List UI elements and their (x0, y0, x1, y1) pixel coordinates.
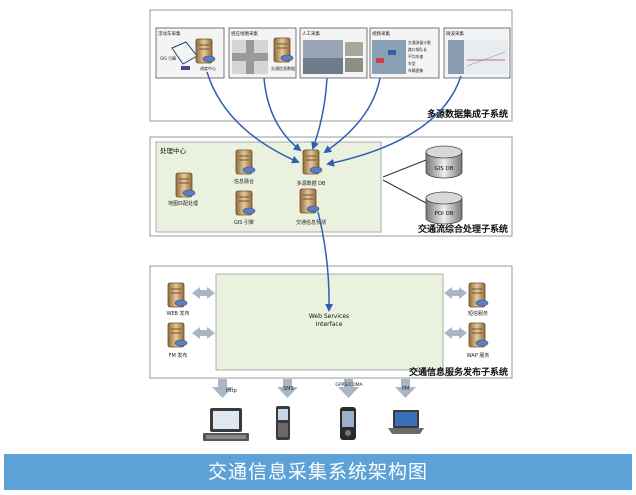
svg-text:调度中心: 调度中心 (200, 65, 216, 71)
node-gis-engine: GIS 引擎 (234, 190, 256, 226)
processing-center-panel (155, 141, 382, 233)
publish-layer-title: 交通信息服务发布子系统 (409, 366, 508, 378)
channel-label: GPRS/CDMA (335, 382, 363, 388)
collection-layer-title: 多源数据集成子系统 (427, 108, 508, 120)
svg-text:微波采集: 微波采集 (446, 30, 464, 37)
node-fm-publish: FM 发布 (167, 322, 188, 359)
channel-http: Http (212, 379, 237, 398)
node-multisource-db: 多源数据 DB (297, 149, 326, 187)
svg-text:FM 发布: FM 发布 (169, 352, 188, 359)
flow-manual-to-db (311, 77, 328, 150)
svg-text:视频采集: 视频采集 (372, 30, 390, 37)
channel-pm: PM (395, 379, 416, 398)
node-wap-service: WAP 服务 (467, 322, 490, 359)
gis-db-icon: GIS DB (425, 145, 463, 179)
flow-floating-car-to-db (206, 71, 300, 164)
svg-text:交通流量计数: 交通流量计数 (408, 40, 431, 45)
svg-text:WAP 服务: WAP 服务 (467, 352, 490, 359)
source-video: 视频采集 交通流量计数 路口排队长 平均车速 车型 车辆图像 (369, 27, 440, 79)
svg-text:GIS 引擎: GIS 引擎 (234, 219, 254, 226)
processing-center-label: 处理中心 (160, 146, 187, 155)
svg-text:交通信息数据: 交通信息数据 (271, 65, 295, 71)
poi-db-label: POI DB (434, 211, 453, 217)
link-gis-db (382, 159, 427, 178)
link-poi-db (382, 179, 427, 204)
web-services-label-2: Interface (316, 321, 343, 328)
svg-text:GIS 引擎: GIS 引擎 (160, 55, 176, 61)
gis-db-label: GIS DB (434, 166, 453, 172)
svg-text:短信服务: 短信服务 (468, 310, 488, 317)
flow-loop-to-db (263, 77, 302, 152)
svg-text:多源数据 DB: 多源数据 DB (297, 180, 326, 187)
svg-text:感应线圈采集: 感应线圈采集 (231, 30, 258, 37)
side-arrow-fm (192, 327, 215, 339)
channel-label: Http (226, 388, 237, 394)
channel-label: SMS (283, 386, 294, 392)
desktop-computer-icon (203, 408, 249, 441)
channel-sms: SMS (277, 379, 298, 398)
svg-text:地图匹配处理: 地图匹配处理 (168, 200, 198, 207)
flow-video-to-db (323, 77, 381, 154)
processing-layer-title: 交通流综合处理子系统 (418, 223, 508, 235)
source-loop-detector: 感应线圈采集 交通信息数据 (228, 27, 297, 79)
mobile-phone-icon (276, 406, 290, 440)
svg-text:平均车速: 平均车速 (408, 54, 423, 59)
node-info-fusion: 信息融合 (234, 149, 256, 185)
svg-text:人工采集: 人工采集 (302, 30, 320, 37)
flow-arrows (206, 71, 462, 312)
source-manual: 人工采集 (299, 27, 368, 79)
node-sms-service: 短信服务 (468, 282, 489, 317)
svg-text:信息融合: 信息融合 (234, 178, 254, 185)
laptop-icon (388, 410, 424, 434)
side-arrow-web (192, 287, 215, 299)
svg-text:车辆图像: 车辆图像 (408, 68, 423, 73)
svg-text:车型: 车型 (408, 61, 416, 66)
svg-text:WEB 发布: WEB 发布 (166, 310, 189, 317)
side-arrow-sms (444, 287, 467, 299)
channel-gprs-cdma: GPRS/CDMA (335, 379, 364, 398)
source-microwave: 微波采集 (443, 27, 511, 79)
svg-text:路口排队长: 路口排队长 (408, 47, 427, 52)
svg-text:交通信息预测: 交通信息预测 (296, 219, 326, 226)
poi-db-icon: POI DB (425, 191, 463, 225)
channel-label: PM (402, 386, 409, 392)
flow-prediction-to-interface (317, 211, 334, 312)
diagram-caption: 交通信息采集系统架构图 (4, 454, 632, 490)
node-map-matching: 地图匹配处理 (168, 172, 198, 207)
source-floating-car: 浮动车采集 GIS 引擎 调度中心 (155, 27, 225, 79)
web-services-label-1: Web Services (309, 313, 349, 320)
flow-microwave-to-db (326, 75, 462, 167)
node-traffic-prediction: 交通信息预测 (296, 188, 326, 226)
source-label: 浮动车采集 (158, 30, 181, 37)
node-web-publish: WEB 发布 (166, 282, 190, 317)
side-arrow-wap (444, 327, 467, 339)
smartphone-icon (340, 407, 356, 440)
